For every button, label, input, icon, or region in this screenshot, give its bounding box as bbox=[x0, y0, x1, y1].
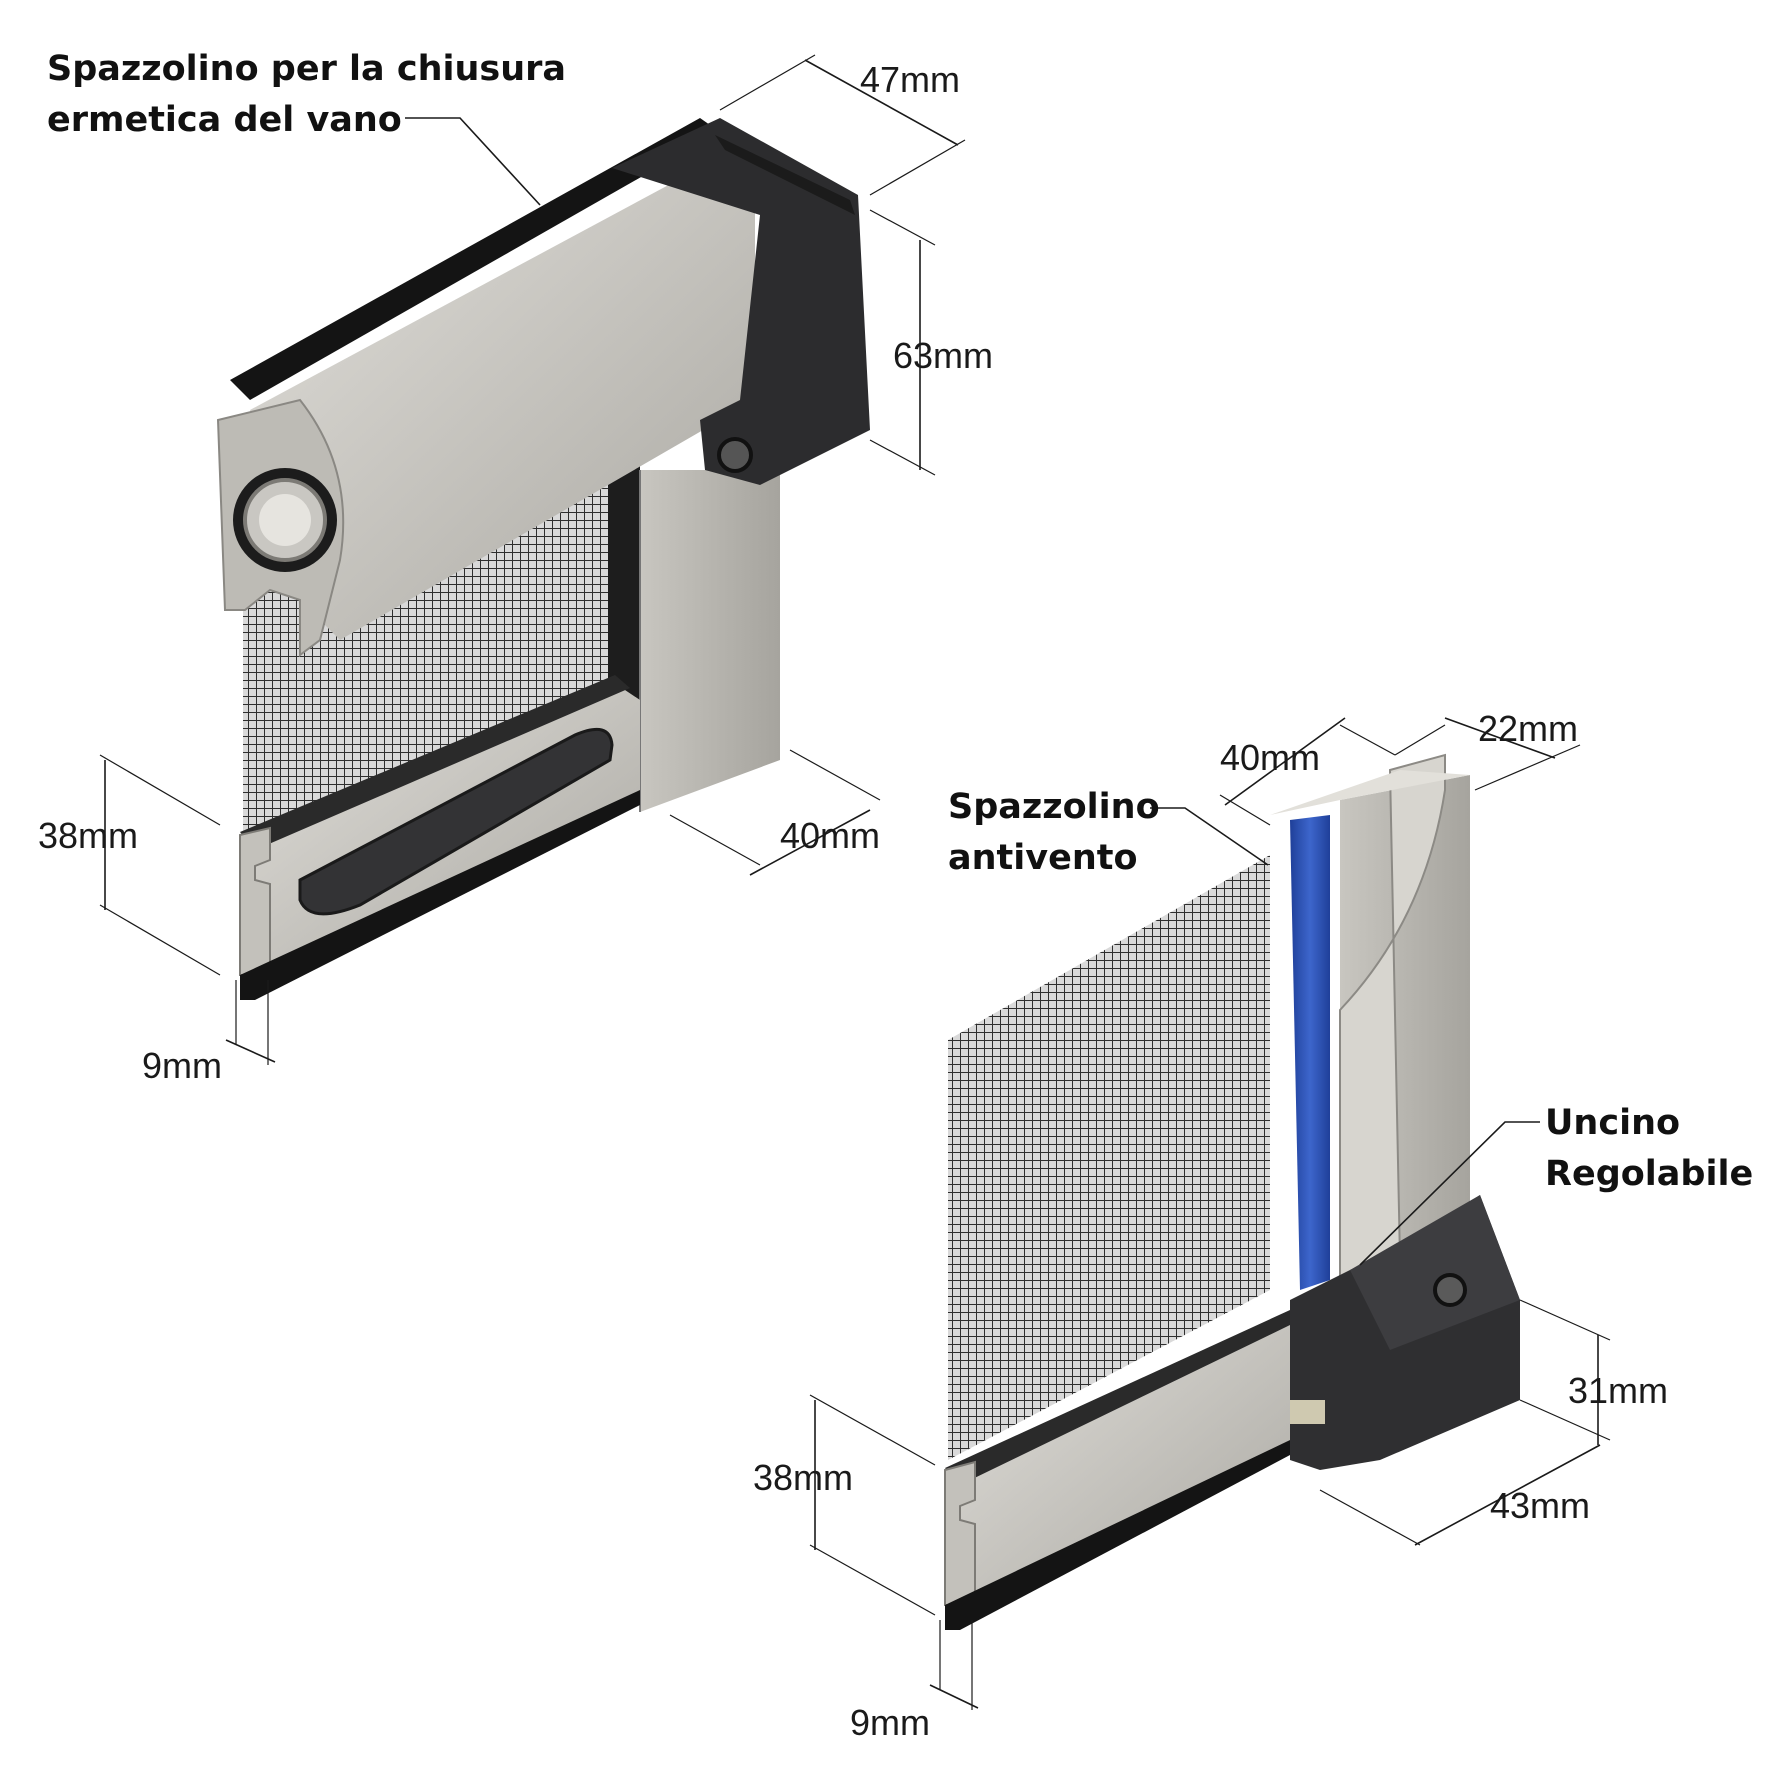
bottom-brush-left bbox=[240, 790, 640, 1000]
mesh-panel-left bbox=[243, 450, 610, 870]
guide-assembly bbox=[944, 753, 1520, 1630]
guide-inner-wall bbox=[1339, 753, 1446, 1282]
guide-rail-left bbox=[640, 470, 780, 812]
dimension-labels: 47mm 63mm 38mm 40mm 9mm 22mm 40mm 31mm 4… bbox=[38, 59, 1668, 1743]
dim-hook-height: 31mm bbox=[1568, 1370, 1668, 1411]
hook-screw-hole bbox=[1433, 1273, 1467, 1307]
dim-brush-left: 9mm bbox=[142, 1045, 222, 1086]
cassette-body bbox=[250, 160, 755, 640]
windproof-brush bbox=[1290, 815, 1330, 1290]
handle bbox=[298, 727, 614, 916]
dimension-lines bbox=[99, 54, 1611, 1710]
hook-label-line2: Regolabile bbox=[1545, 1154, 1753, 1194]
top-seal-label-line1: Spazzolino per la chiusura bbox=[47, 49, 566, 89]
bar-end-profile-right bbox=[944, 1460, 976, 1606]
bottom-brush-right bbox=[945, 1440, 1290, 1630]
cassette-end-cap bbox=[612, 118, 870, 485]
dim-box-depth: 47mm bbox=[860, 59, 960, 100]
dim-box-height: 63mm bbox=[893, 335, 993, 376]
callout-leaders bbox=[405, 117, 1540, 1266]
bar-end-profile-left bbox=[239, 826, 271, 976]
dim-guide-depth-left: 40mm bbox=[780, 815, 880, 856]
bottom-bar-right bbox=[945, 1320, 1290, 1605]
hook-label-line1: Uncino bbox=[1545, 1103, 1680, 1143]
dim-bar-height-left: 38mm bbox=[38, 815, 138, 856]
top-brush-strip bbox=[230, 118, 720, 400]
cassette-assembly bbox=[216, 118, 870, 1000]
callout-labels: Spazzolino per la chiusura ermetica del … bbox=[47, 49, 1753, 1194]
dim-hook-depth: 43mm bbox=[1490, 1485, 1590, 1526]
dim-guide-width: 22mm bbox=[1478, 708, 1578, 749]
mesh-panel-right bbox=[948, 855, 1270, 1460]
dim-bar-height-right: 38mm bbox=[753, 1457, 853, 1498]
end-cap-screw-hole bbox=[717, 437, 753, 473]
dim-brush-right: 9mm bbox=[850, 1702, 930, 1743]
dim-guide-depth-right: 40mm bbox=[1220, 737, 1320, 778]
windproof-label-line1: Spazzolino bbox=[948, 787, 1160, 827]
windproof-label-line2: antivento bbox=[948, 838, 1138, 878]
top-seal-label-line2: ermetica del vano bbox=[47, 100, 402, 140]
